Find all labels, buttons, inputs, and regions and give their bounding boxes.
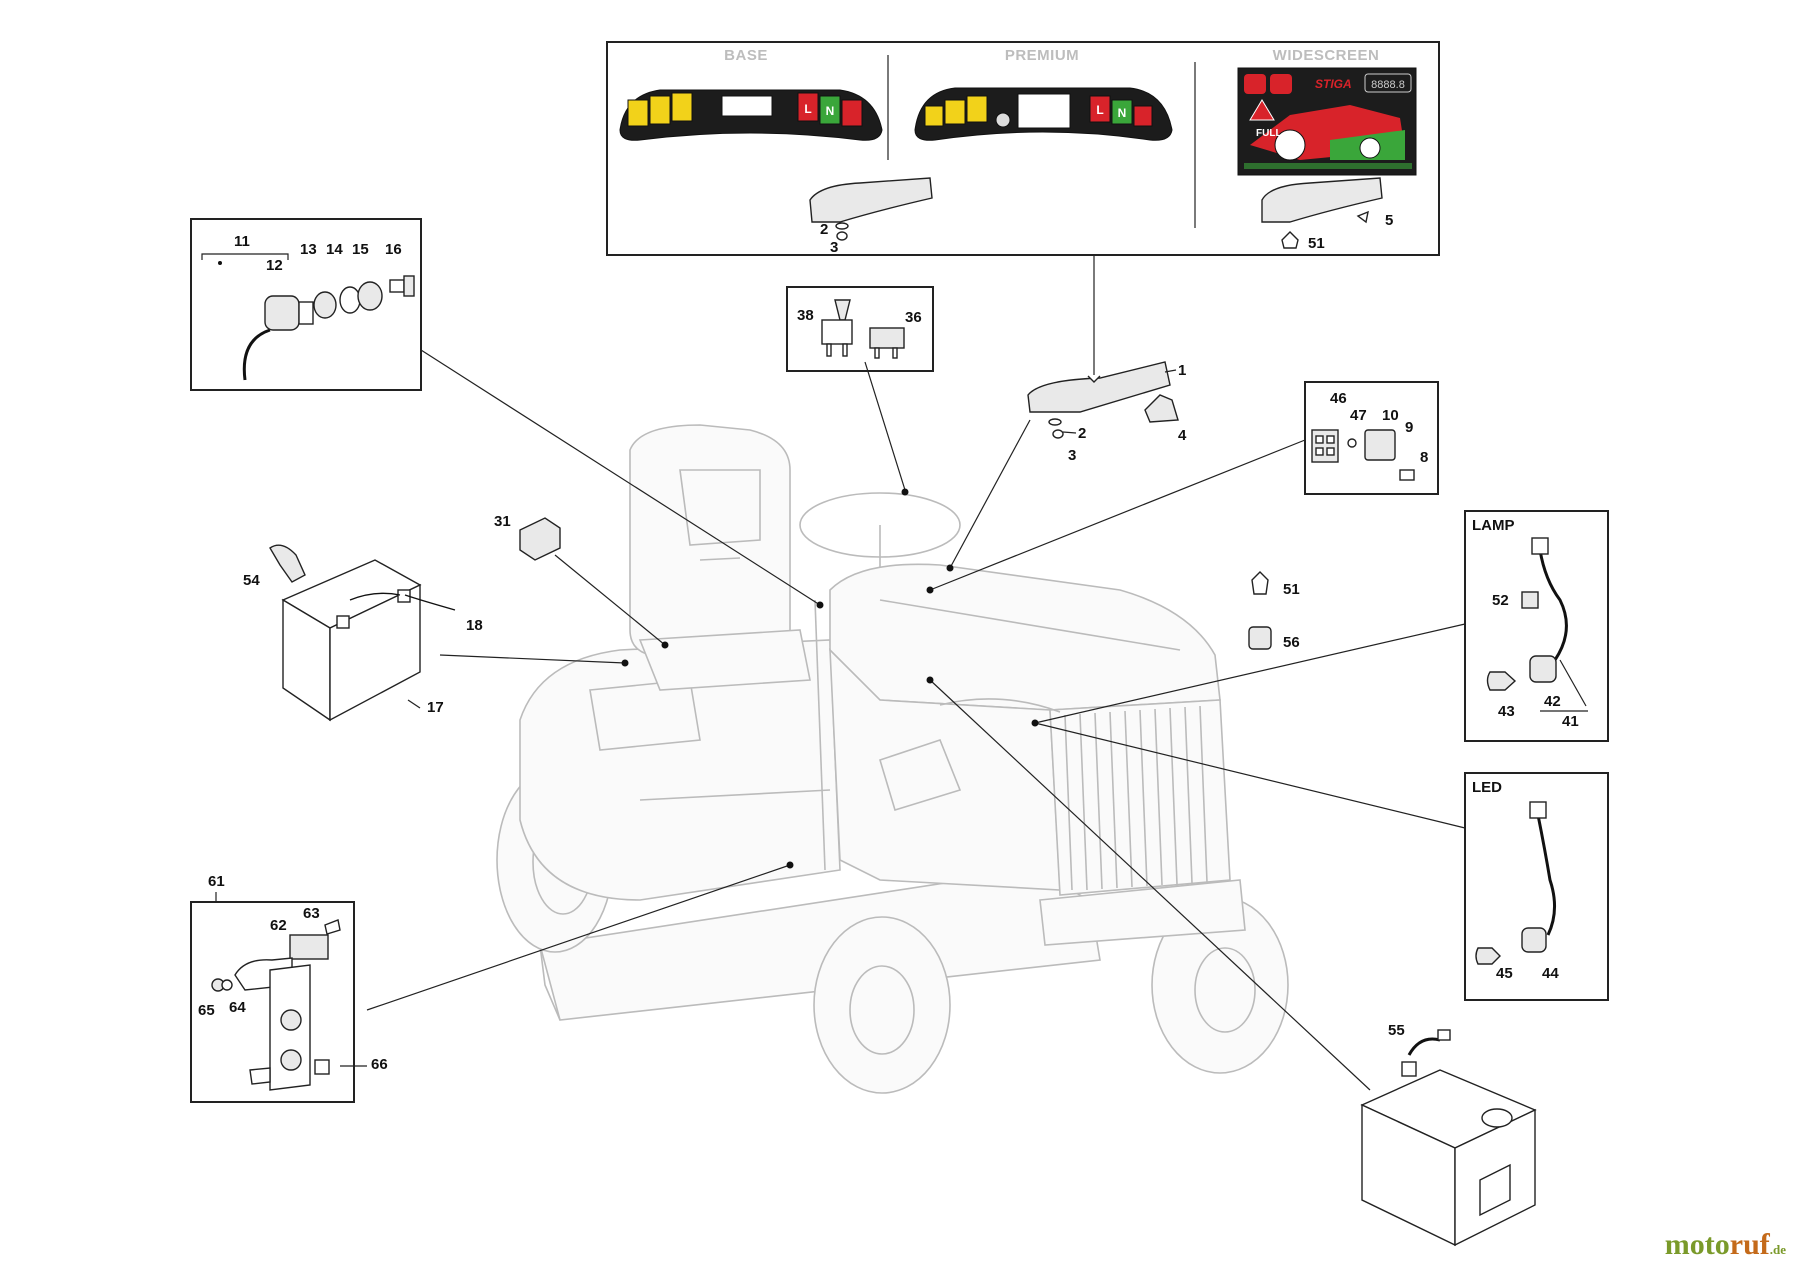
panel-header-widescreen: WIDESCREEN bbox=[1273, 47, 1380, 64]
callout-61: 61 bbox=[208, 873, 225, 890]
leader-lines bbox=[366, 255, 1466, 1091]
callout-46: 46 bbox=[1330, 390, 1347, 407]
watermark-suffix: .de bbox=[1769, 1242, 1786, 1257]
dash-cover-base bbox=[809, 177, 933, 223]
widescreen-display: STIGA 8888.8 FULL bbox=[1237, 67, 1417, 176]
dash-brand: STIGA bbox=[1315, 77, 1352, 91]
callout-31: 31 bbox=[494, 513, 511, 530]
watermark-part1: moto bbox=[1664, 1228, 1730, 1261]
callout-3a: 3 bbox=[830, 239, 838, 256]
callout-16: 16 bbox=[385, 241, 402, 258]
lawn-tractor-illustration bbox=[496, 424, 1289, 1094]
callout-38: 38 bbox=[797, 307, 814, 324]
lamp-box-header: LAMP bbox=[1472, 517, 1515, 534]
callout-63: 63 bbox=[303, 905, 320, 922]
base-gear-l: L bbox=[804, 102, 811, 116]
premium-dashboard: L N bbox=[914, 87, 1173, 141]
callout-4: 4 bbox=[1178, 427, 1187, 444]
seat-switch: 31 bbox=[494, 513, 561, 561]
watermark-part2: ruf bbox=[1729, 1228, 1770, 1261]
watermark-logo: motoruf.de bbox=[1665, 1228, 1786, 1262]
callout-62: 62 bbox=[270, 917, 287, 934]
callout-55: 55 bbox=[1388, 1022, 1405, 1039]
callout-52: 52 bbox=[1492, 592, 1509, 609]
callout-51b: 51 bbox=[1283, 581, 1300, 598]
premium-gear-l: L bbox=[1096, 103, 1103, 117]
callout-51a: 51 bbox=[1308, 235, 1325, 252]
callout-10: 10 bbox=[1382, 407, 1399, 424]
callout-3b: 3 bbox=[1068, 447, 1076, 464]
fuel-tank: 55 bbox=[1360, 1022, 1537, 1247]
callout-12: 12 bbox=[266, 257, 283, 274]
led-box: LED 45 44 bbox=[1464, 772, 1609, 1001]
panel-header-premium: PREMIUM bbox=[1005, 47, 1079, 64]
callout-5: 5 bbox=[1385, 212, 1393, 229]
dash-digits: 8888.8 bbox=[1371, 79, 1405, 91]
base-dashboard: L N bbox=[619, 89, 883, 141]
callout-43: 43 bbox=[1498, 703, 1515, 720]
callout-13: 13 bbox=[300, 241, 317, 258]
dash-cover-widescreen bbox=[1261, 177, 1383, 223]
switches-box: 38 36 bbox=[786, 286, 934, 372]
callout-14: 14 bbox=[326, 241, 343, 258]
callout-2b: 2 bbox=[1078, 425, 1086, 442]
base-gear-n: N bbox=[826, 104, 835, 118]
callout-36: 36 bbox=[905, 309, 922, 326]
dashboard-variants-panel: BASE PREMIUM WIDESCREEN L N bbox=[606, 41, 1440, 256]
dash-cover-assembly: 1 2 3 4 bbox=[1027, 361, 1187, 464]
led-box-header: LED bbox=[1472, 779, 1502, 796]
battery-assembly: 54 18 17 bbox=[243, 544, 483, 722]
callout-9: 9 bbox=[1405, 419, 1413, 436]
callout-56: 56 bbox=[1283, 634, 1300, 651]
loose-parts: 51 56 bbox=[1248, 571, 1300, 651]
callout-17: 17 bbox=[427, 699, 444, 716]
dash-full: FULL bbox=[1256, 128, 1282, 139]
callout-8: 8 bbox=[1420, 449, 1428, 466]
panel-header-base: BASE bbox=[724, 47, 768, 64]
callout-1: 1 bbox=[1178, 362, 1186, 379]
callout-42: 42 bbox=[1544, 693, 1561, 710]
safety-switch-box: 61 62 63 64 65 66 bbox=[190, 873, 388, 1103]
callout-41: 41 bbox=[1562, 713, 1579, 730]
lamp-box: LAMP 52 43 42 41 bbox=[1464, 510, 1609, 742]
leader-dots bbox=[621, 488, 1039, 869]
callout-66: 66 bbox=[371, 1056, 388, 1073]
callout-18: 18 bbox=[466, 617, 483, 634]
callout-65: 65 bbox=[198, 1002, 215, 1019]
relay-box: 46 47 10 9 8 bbox=[1304, 381, 1439, 495]
callout-44: 44 bbox=[1542, 965, 1559, 982]
callout-54: 54 bbox=[243, 572, 260, 589]
callout-47: 47 bbox=[1350, 407, 1367, 424]
callout-45: 45 bbox=[1496, 965, 1513, 982]
callout-11: 11 bbox=[234, 233, 250, 250]
ignition-switch-box: 11 12 13 14 15 16 bbox=[190, 218, 422, 391]
premium-gear-n: N bbox=[1118, 106, 1127, 120]
callout-15: 15 bbox=[352, 241, 369, 258]
callout-2a: 2 bbox=[820, 221, 828, 238]
callout-64: 64 bbox=[229, 999, 246, 1016]
